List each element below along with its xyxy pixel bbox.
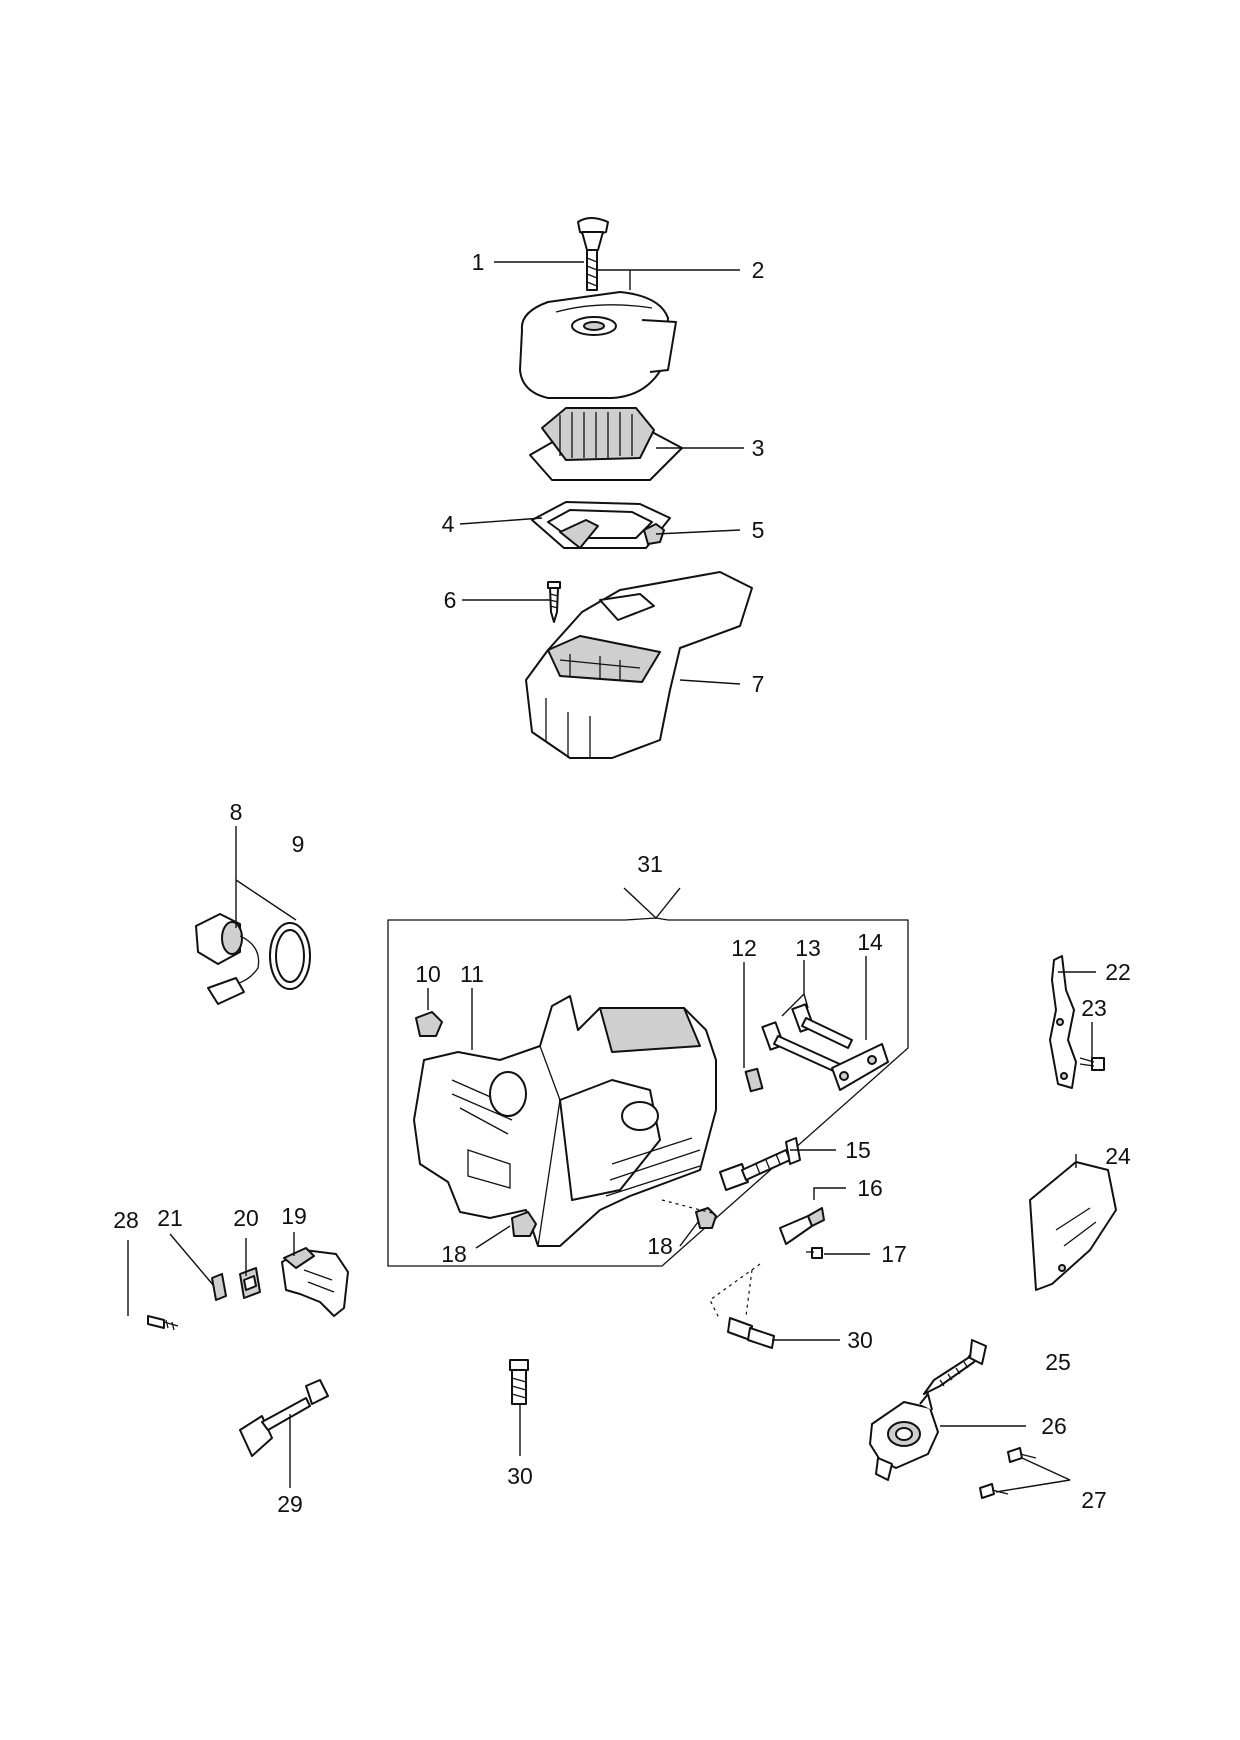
- callout-25: 25: [1045, 1349, 1071, 1375]
- part-17-screw: [806, 1247, 823, 1259]
- part-31-crankcase: [413, 995, 717, 1247]
- callout-labels: 1 2 3 4 5 6 7 8 9 10 11 12 13 14 15 16 1…: [113, 249, 1131, 1517]
- callout-6: 6: [444, 587, 457, 613]
- part-10-grommet: [415, 1011, 443, 1037]
- part-25-oil-line: [923, 1339, 987, 1395]
- part-26-oil-pump: [869, 1393, 939, 1481]
- part-14-plate: [831, 1043, 889, 1091]
- part-9-o-ring: [269, 922, 311, 990]
- callout-3: 3: [752, 435, 765, 461]
- part-8-fuel-cap: [195, 913, 260, 1005]
- callout-29: 29: [277, 1491, 303, 1517]
- part-13-chain-adjuster-studs: [761, 1003, 853, 1075]
- part-22-bracket: [1049, 955, 1077, 1089]
- part-28-screw: [147, 1315, 179, 1331]
- part-1-knob-screw: [577, 217, 609, 291]
- callout-21: 21: [157, 1205, 183, 1231]
- callout-18a: 18: [441, 1241, 467, 1267]
- callout-1: 1: [472, 249, 485, 275]
- part-15-bar-bolt: [719, 1137, 801, 1191]
- part-5-grommet: [643, 523, 665, 545]
- part-12-pin: [744, 1067, 764, 1093]
- part-23-screw: [1079, 1057, 1105, 1071]
- callout-27: 27: [1081, 1487, 1107, 1513]
- part-3-air-filter: [529, 407, 683, 481]
- callout-15: 15: [845, 1137, 871, 1163]
- part-7-top-cover: [525, 571, 753, 759]
- callout-11: 11: [460, 961, 484, 987]
- part-19-switch-block: [281, 1247, 349, 1317]
- callout-19: 19: [281, 1203, 307, 1229]
- callout-9: 9: [292, 831, 305, 857]
- part-4-filter-gasket: [531, 501, 671, 549]
- callout-18b: 18: [647, 1233, 673, 1259]
- part-30b-bolt: [509, 1359, 529, 1405]
- part-6-screw: [547, 581, 561, 623]
- callout-20: 20: [233, 1205, 259, 1231]
- part-29-chain-tensioner: [239, 1379, 329, 1457]
- group-31-frame: [387, 917, 909, 1267]
- callout-7: 7: [752, 671, 765, 697]
- callout-28: 28: [113, 1207, 139, 1233]
- callout-2: 2: [752, 257, 765, 283]
- callout-14: 14: [857, 929, 883, 955]
- callout-8: 8: [230, 799, 243, 825]
- callout-5: 5: [752, 517, 765, 543]
- callout-23: 23: [1081, 995, 1107, 1021]
- part-18a-nut: [511, 1211, 537, 1237]
- callout-17: 17: [881, 1241, 907, 1267]
- part-20-switch: [239, 1267, 261, 1299]
- callout-30b: 30: [507, 1463, 533, 1489]
- part-30a-bolt: [727, 1317, 775, 1349]
- callout-24: 24: [1105, 1143, 1131, 1169]
- callout-12: 12: [731, 935, 757, 961]
- callout-22: 22: [1105, 959, 1131, 985]
- callout-13: 13: [795, 935, 821, 961]
- part-16-chain-catcher: [779, 1207, 825, 1245]
- callout-16: 16: [857, 1175, 883, 1201]
- part-18b-nut: [695, 1207, 717, 1229]
- callout-26: 26: [1041, 1413, 1067, 1439]
- callout-10: 10: [415, 961, 441, 987]
- leader-lines: [127, 261, 1096, 1493]
- callout-30a: 30: [847, 1327, 873, 1353]
- dashed-assembly-lines: [661, 1199, 761, 1321]
- part-21-clip: [211, 1273, 227, 1301]
- callout-31: 31: [637, 851, 663, 877]
- part-24-sprocket-cover: [1029, 1161, 1117, 1291]
- part-2-air-filter-cover: [519, 291, 677, 399]
- callout-4: 4: [442, 511, 455, 537]
